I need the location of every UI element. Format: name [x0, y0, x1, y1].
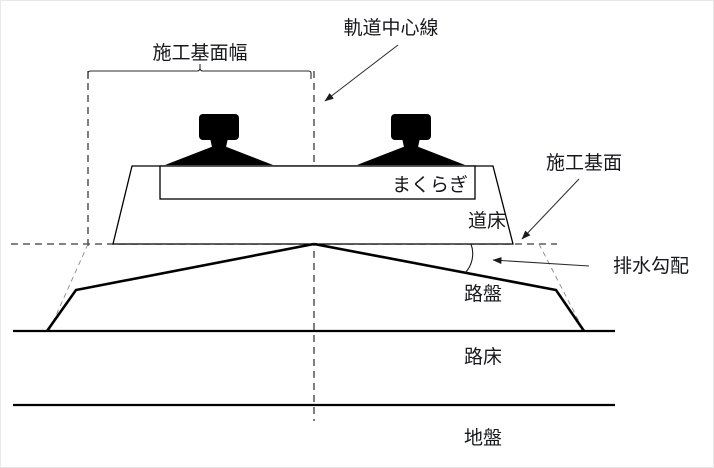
formation-width-bracket: [87, 64, 312, 79]
track-centerline-leader-arrow: [324, 44, 399, 102]
roadbed-outline-group: [45, 242, 586, 332]
roadbed-right-slope-line: [313, 242, 586, 332]
sleeper-group: [159, 165, 476, 200]
leader-lines-group: [324, 44, 590, 274]
label-subgrade: 路床: [464, 346, 502, 368]
formation-width-bracket-group: [87, 64, 312, 79]
roadbed-left-slope-line: [45, 242, 315, 332]
label-formation-width: 施工基面幅: [152, 42, 247, 64]
rail-right-group: [357, 114, 465, 165]
left-slope-guide-dashed-line: [48, 243, 89, 332]
label-roadbed: 路盤: [464, 283, 502, 305]
labels-group: 施工基面幅 軌道中心線 まくらぎ 道床 施工基面 排水勾配 路盤 路床 地盤: [152, 17, 689, 449]
right-slope-guide-dashed-line: [538, 243, 585, 332]
label-track-center-line: 軌道中心線: [343, 17, 438, 39]
rail-head-right: [391, 114, 431, 140]
drainage-gradient-angle-arc: [464, 243, 474, 274]
rail-base-right: [357, 144, 465, 165]
label-sleeper: まくらぎ: [392, 174, 468, 196]
rail-head-left: [199, 114, 239, 140]
drainage-gradient-leader-arrow: [492, 257, 590, 267]
label-drainage-gradient: 排水勾配: [613, 255, 689, 277]
label-formation-level: 施工基面: [546, 152, 622, 174]
formation-level-leader-arrow: [521, 178, 580, 240]
label-ground: 地盤: [464, 427, 502, 449]
sleeper-rectangle: [159, 165, 476, 200]
reference-lines-group: [11, 71, 585, 421]
rail-left-group: [165, 114, 273, 165]
rail-base-left: [165, 144, 273, 165]
strata-lines-group: [13, 329, 615, 407]
label-ballast: 道床: [468, 210, 506, 232]
